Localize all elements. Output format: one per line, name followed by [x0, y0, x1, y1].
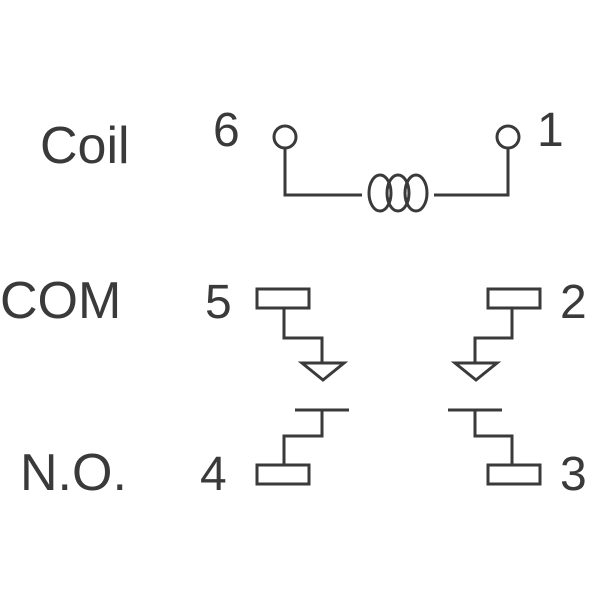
no-contact-left	[255, 408, 349, 486]
pin-5-contact-arrow	[297, 361, 349, 382]
pin-5-lead	[282, 308, 324, 363]
pin-4-pad	[255, 463, 311, 486]
com-contact-left	[255, 287, 349, 382]
pin-6-label: 6	[213, 104, 240, 157]
pin-2-pad	[486, 287, 542, 310]
coil-left-lead	[283, 148, 362, 197]
coil-winding-1	[367, 173, 393, 213]
coil-row-label: Coil	[40, 117, 130, 175]
pin-3-pad	[486, 463, 542, 486]
coil-winding-3	[403, 173, 429, 213]
pin-2-contact-arrow	[450, 361, 502, 382]
pin-5-label: 5	[205, 276, 232, 329]
coil-symbol	[272, 124, 521, 213]
pin-3-label: 3	[560, 448, 587, 501]
coil-right-lead	[434, 148, 510, 197]
pin-2-label: 2	[560, 276, 587, 329]
coil-winding-2	[385, 173, 411, 213]
no-contact-right	[448, 408, 542, 486]
pin-5-pad	[255, 287, 311, 310]
pin-1-terminal	[495, 124, 521, 150]
pin-6-terminal	[272, 124, 298, 150]
com-row-label: COM	[0, 272, 121, 330]
pin-4-lead	[282, 410, 324, 465]
com-contact-right	[450, 287, 542, 382]
pin-4-label: 4	[200, 448, 227, 501]
pin-2-lead	[473, 308, 514, 363]
pin-3-lead	[473, 410, 514, 465]
no-row-label: N.O.	[20, 444, 127, 502]
pin-1-label: 1	[537, 104, 564, 157]
